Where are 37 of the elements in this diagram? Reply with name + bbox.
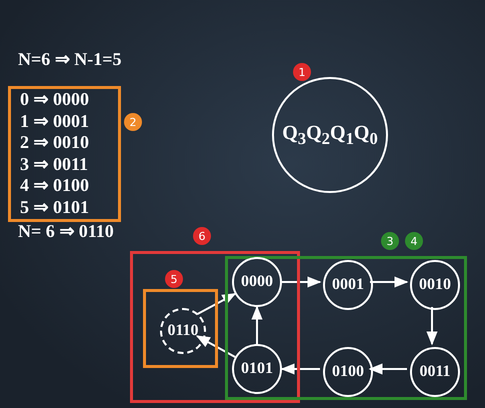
callout-number: 4 — [405, 232, 423, 250]
state-circle — [323, 347, 373, 397]
state-label: 0101 — [241, 360, 273, 378]
state-label: 0110 — [167, 322, 199, 340]
arrow — [426, 307, 438, 346]
state-circle — [232, 344, 282, 394]
formula-text: N=6 ⇒ N-1=5 — [18, 48, 122, 70]
arrow — [196, 335, 236, 358]
callout-number: 6 — [193, 227, 211, 245]
state-circle — [160, 308, 206, 354]
mapping-row: 0 ⇒ 0000 — [20, 89, 89, 110]
arrow — [280, 363, 320, 375]
arrow — [196, 292, 236, 315]
state-label: 0001 — [332, 276, 364, 294]
arrow — [370, 276, 408, 288]
mapping-row: 1 ⇒ 0001 — [20, 110, 89, 132]
state-label: 0000 — [241, 273, 273, 291]
state-circle — [232, 257, 282, 307]
state-label: 0011 — [419, 363, 451, 381]
state-circle — [323, 260, 373, 310]
callout-number: 2 — [124, 113, 142, 131]
callout-number: 5 — [165, 270, 183, 288]
state-label: 0010 — [419, 276, 451, 294]
arrow — [251, 306, 263, 344]
formula-text: N= 6 ⇒ 0110 — [18, 220, 114, 242]
mapping-row: 4 ⇒ 0100 — [20, 175, 89, 196]
state-label: Q$_{3}$Q$_{2}$Q$_{1}$Q$_{0}$ — [282, 122, 378, 148]
arrow — [368, 363, 407, 375]
state-circle — [410, 260, 460, 310]
arrow — [282, 276, 322, 288]
mapping-row: 3 ⇒ 0011 — [20, 154, 88, 175]
state-label: 0100 — [332, 363, 364, 381]
state-circle — [410, 347, 460, 397]
callout-number: 3 — [381, 232, 399, 250]
mapping-row: 5 ⇒ 0101 — [20, 196, 89, 218]
callout-number: 1 — [293, 63, 311, 81]
mapping-row: 2 ⇒ 0010 — [20, 132, 89, 154]
